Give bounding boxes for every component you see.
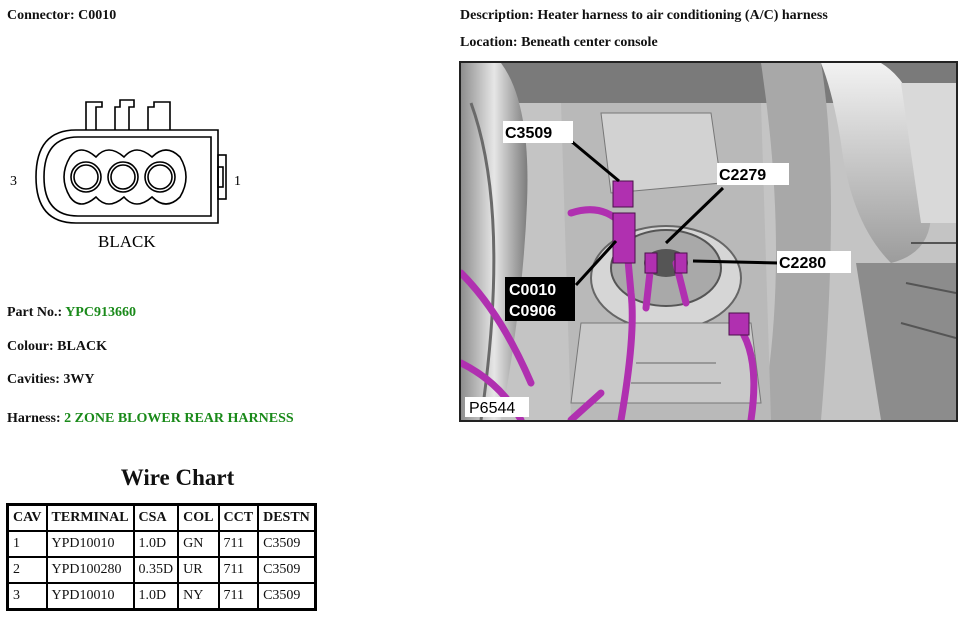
connector-color-label: BLACK — [98, 232, 156, 251]
table-row: 1 YPD10010 1.0D GN 711 C3509 — [6, 530, 317, 558]
table-row: 2 YPD100280 0.35D UR 711 C3509 — [6, 556, 317, 584]
location-value: Beneath center console — [521, 35, 658, 50]
description-label: Description: — [460, 8, 534, 23]
colour-line: Colour: BLACK — [7, 339, 107, 355]
cell-terminal: YPD10010 — [45, 582, 135, 611]
harness-line: Harness: 2 ZONE BLOWER REAR HARNESS — [7, 411, 294, 427]
col-header-cct: CCT — [217, 503, 260, 532]
connector-line: Connector: C0010 — [7, 8, 116, 24]
cell-cct: 711 — [217, 556, 260, 584]
callout-c0010: C0010 — [509, 282, 556, 299]
callout-c2279: C2279 — [719, 167, 766, 184]
cell-destn: C3509 — [257, 582, 317, 611]
harness-label: Harness: — [7, 411, 61, 426]
cavities-line: Cavities: 3WY — [7, 372, 95, 388]
description-line: Description: Heater harness to air condi… — [460, 8, 828, 24]
colour-value: BLACK — [57, 339, 107, 354]
cell-destn: C3509 — [257, 556, 317, 584]
cell-destn: C3509 — [257, 530, 317, 558]
part-number-label: Part No.: — [7, 305, 63, 320]
callout-c2280: C2280 — [779, 255, 826, 272]
connector-label: Connector: — [7, 8, 75, 23]
figure-id: P6544 — [469, 400, 515, 417]
location-illustration: C3509 C2279 C2280 C0010 C0906 P6544 — [459, 61, 958, 422]
wire-chart-header-row: CAV TERMINAL CSA COL CCT DESTN — [6, 503, 317, 532]
cell-csa: 0.35D — [132, 556, 180, 584]
connector-face-diagram: 3 1 BLACK — [10, 99, 241, 251]
cavities-label: Cavities: — [7, 372, 60, 387]
col-header-cav: CAV — [6, 503, 48, 532]
cavities-value: 3WY — [63, 372, 95, 387]
cell-cav: 1 — [6, 530, 48, 558]
callout-c0906: C0906 — [509, 303, 556, 320]
harness-link[interactable]: 2 ZONE BLOWER REAR HARNESS — [64, 411, 294, 426]
cell-cct: 711 — [217, 530, 260, 558]
cell-csa: 1.0D — [132, 582, 180, 611]
cell-cav: 3 — [6, 582, 48, 611]
col-header-terminal: TERMINAL — [45, 503, 135, 532]
col-header-destn: DESTN — [257, 503, 317, 532]
cell-col: GN — [177, 530, 220, 558]
cell-terminal: YPD10010 — [45, 530, 135, 558]
wire-chart-table: CAV TERMINAL CSA COL CCT DESTN 1 YPD1001… — [6, 503, 317, 611]
cell-col: NY — [177, 582, 220, 611]
description-value: Heater harness to air conditioning (A/C)… — [537, 8, 828, 23]
cell-csa: 1.0D — [132, 530, 180, 558]
colour-label: Colour: — [7, 339, 54, 354]
wire-chart-title: Wire Chart — [120, 465, 235, 490]
location-label: Location: — [460, 35, 518, 50]
callout-c3509: C3509 — [505, 125, 552, 142]
table-row: 3 YPD10010 1.0D NY 711 C3509 — [6, 582, 317, 611]
cell-cav: 2 — [6, 556, 48, 584]
cell-col: UR — [177, 556, 220, 584]
cell-cct: 711 — [217, 582, 260, 611]
col-header-csa: CSA — [132, 503, 180, 532]
part-number-line: Part No.: YPC913660 — [7, 305, 136, 321]
col-header-col: COL — [177, 503, 220, 532]
connector-value: C0010 — [78, 8, 117, 23]
location-line: Location: Beneath center console — [460, 35, 658, 51]
cell-terminal: YPD100280 — [45, 556, 135, 584]
pin-1-label: 1 — [234, 174, 241, 189]
part-number-link[interactable]: YPC913660 — [65, 305, 136, 320]
pin-3-label: 3 — [10, 174, 17, 189]
